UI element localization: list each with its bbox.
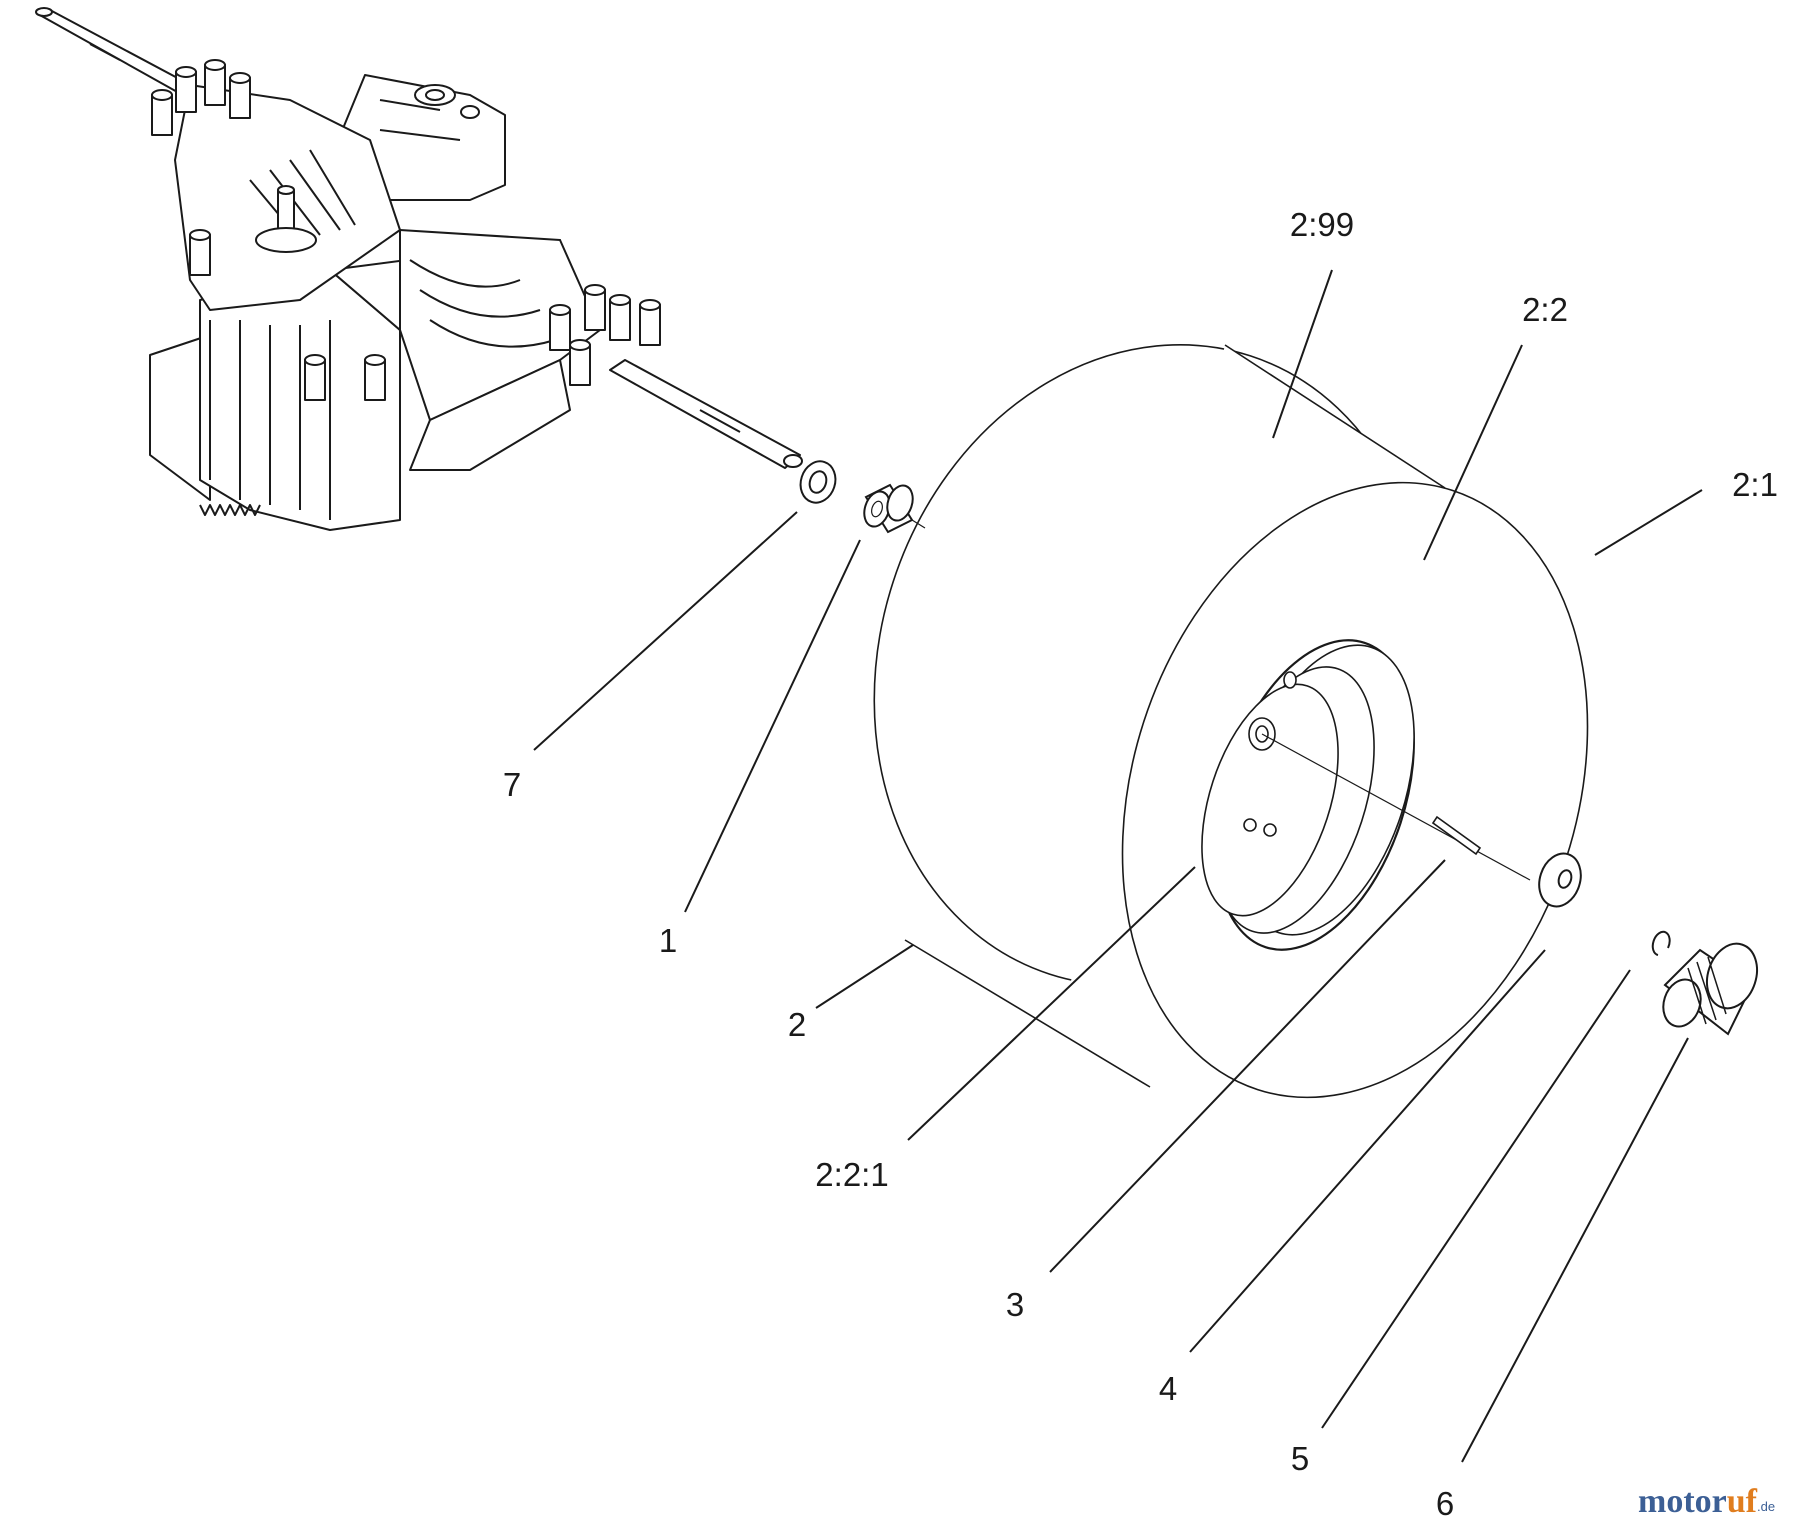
wheel-assembly xyxy=(873,344,1589,1099)
callout-2-99: 2:99 xyxy=(1290,206,1354,243)
retaining-ring-5 xyxy=(1651,930,1671,956)
watermark-text-a: motor xyxy=(1638,1483,1727,1520)
transaxle-assembly xyxy=(35,7,803,531)
axle-centerline xyxy=(1261,733,1531,881)
motoruf-watermark-logo: motoruf.de xyxy=(1638,1483,1775,1520)
callout-2-1: 2:1 xyxy=(1732,466,1778,503)
callout-1: 1 xyxy=(659,922,677,959)
spacer-1 xyxy=(863,483,926,534)
watermark-text-b: uf xyxy=(1727,1483,1758,1520)
tire xyxy=(873,344,1589,1099)
transaxle-housing xyxy=(149,59,661,531)
svg-text:motoruf.de: motoruf.de xyxy=(1638,1483,1775,1520)
watermark-suffix: .de xyxy=(1757,1499,1775,1514)
callout-4: 4 xyxy=(1159,1370,1177,1407)
callout-2-2-1: 2:2:1 xyxy=(815,1156,888,1193)
key xyxy=(1431,815,1482,856)
washer-7 xyxy=(799,460,837,504)
callout-3: 3 xyxy=(1006,1286,1024,1323)
rim xyxy=(1201,639,1415,951)
wheel-cap-6 xyxy=(1662,942,1758,1036)
callout-2-2: 2:2 xyxy=(1522,291,1568,328)
leader-lines xyxy=(533,269,1703,1463)
right-axle-shaft xyxy=(609,359,803,469)
housing-bosses xyxy=(151,59,661,401)
callout-5: 5 xyxy=(1291,1440,1309,1477)
callout-7: 7 xyxy=(503,766,521,803)
small-parts xyxy=(799,460,1758,1036)
left-axle-shaft xyxy=(35,7,201,99)
callout-labels: 2:99 2:2 2:1 7 1 2 2:2:1 3 4 5 6 xyxy=(503,206,1778,1522)
callout-2: 2 xyxy=(788,1006,806,1043)
washer-4 xyxy=(1538,852,1582,908)
callout-6: 6 xyxy=(1436,1485,1454,1522)
